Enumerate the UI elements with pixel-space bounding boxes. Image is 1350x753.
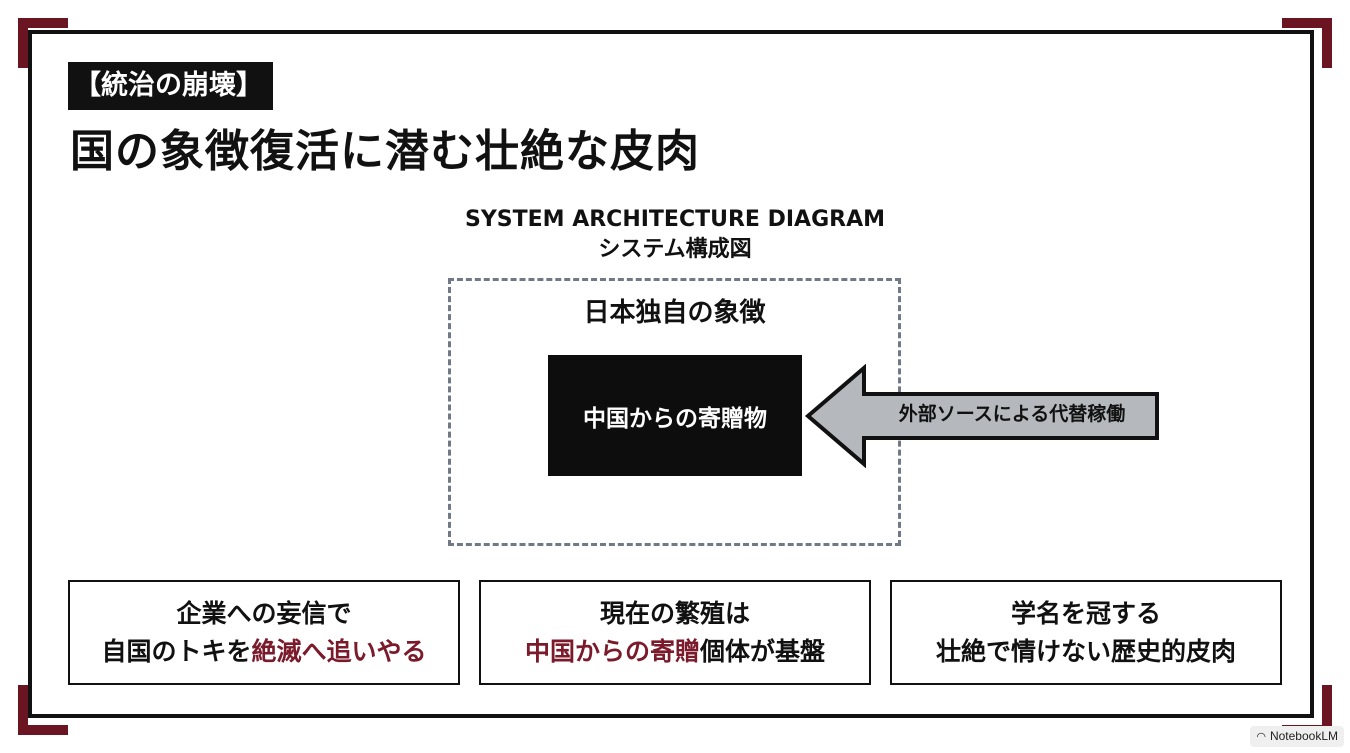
slide-frame: [28, 30, 1314, 718]
card-line2: 壮絶で情けない歴史的皮肉: [935, 636, 1236, 666]
substitution-arrow: [804, 363, 1159, 469]
arrow-label: 外部ソースによる代替稼働: [898, 403, 1126, 425]
section-tag: 【統治の崩壊】: [68, 62, 273, 110]
slide-title: 国の象徴復活に潜む壮絶な皮肉: [70, 126, 700, 177]
diagram-heading-ja: システム構成図: [598, 237, 752, 262]
point-card-3: 学名を冠する 壮絶で情けない歴史的皮肉: [890, 580, 1282, 685]
card-highlight: 絶滅へ追いやる: [251, 636, 427, 666]
notebooklm-logo-icon: ◠: [1256, 731, 1266, 743]
symbol-container-label: 日本独自の象徴: [583, 298, 766, 328]
arrow-shape: [804, 363, 1159, 469]
corner-accent-top-right: [1282, 18, 1332, 68]
diagram-heading-en: SYSTEM ARCHITECTURE DIAGRAM: [465, 207, 885, 232]
notebooklm-badge[interactable]: ◠NotebookLM: [1250, 726, 1344, 747]
corner-accent-top-left: [18, 18, 68, 68]
corner-accent-bottom-left: [18, 685, 68, 735]
badge-label: NotebookLM: [1269, 729, 1338, 743]
core-component-box: 中国からの寄贈物: [548, 355, 802, 476]
card-line2: 自国のトキを絶滅へ追いやる: [101, 636, 427, 666]
card-line1: 学名を冠する: [1010, 598, 1161, 628]
card-line2: 中国からの寄贈個体が基盤: [524, 636, 826, 666]
card-line1: 現在の繁殖は: [599, 598, 750, 628]
card-line1: 企業への妄信で: [176, 598, 352, 628]
point-card-2: 現在の繁殖は 中国からの寄贈個体が基盤: [479, 580, 871, 685]
core-component-label: 中国からの寄贈物: [583, 405, 767, 432]
point-card-1: 企業への妄信で 自国のトキを絶滅へ追いやる: [68, 580, 460, 685]
card-highlight: 中国からの寄贈: [524, 636, 700, 666]
